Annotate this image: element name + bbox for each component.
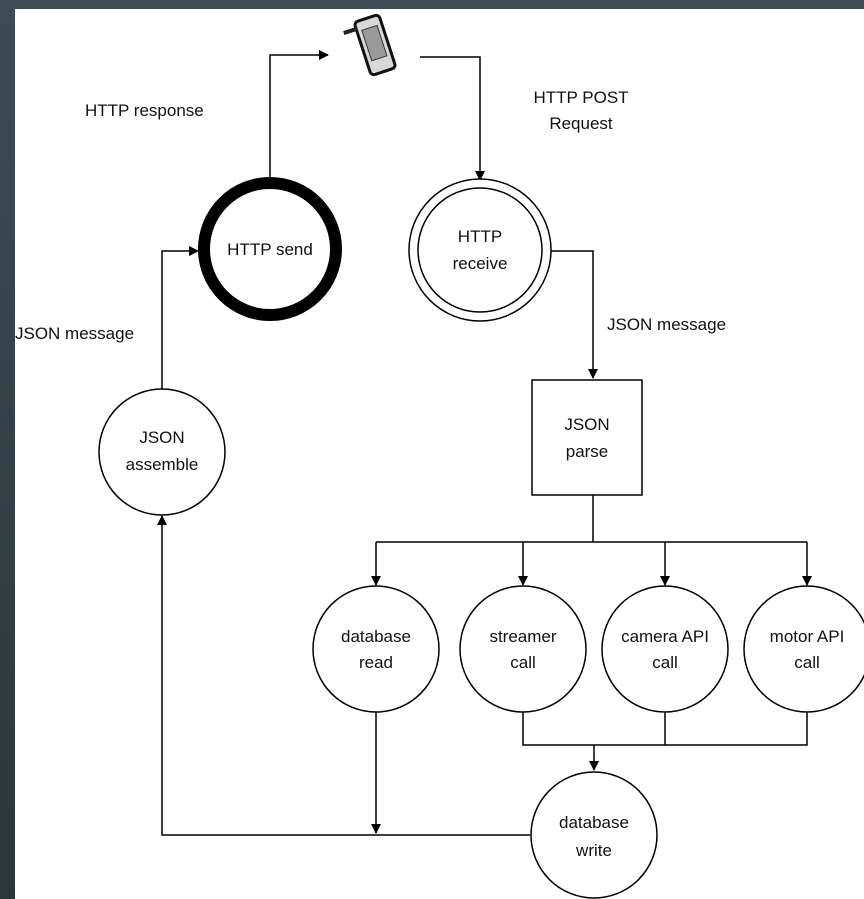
- camera-api-call-label-2: call: [652, 653, 678, 672]
- node-json-parse: [531, 379, 643, 496]
- json-parse-label-1: JSON: [564, 415, 609, 434]
- http-receive-label-1: HTTP: [458, 227, 502, 246]
- camera-api-call-label-1: camera API: [621, 627, 709, 646]
- streamer-call-label-1: streamer: [489, 627, 556, 646]
- edge-database-write-to-assemble: [157, 515, 530, 836]
- database-write-label-2: write: [575, 841, 612, 860]
- node-json-assemble: [98, 388, 226, 516]
- edge-label-request: Request: [549, 114, 613, 133]
- node-streamer-call: [459, 585, 587, 713]
- edge-label-json-message-left: JSON message: [15, 324, 134, 343]
- node-camera-api-call: [601, 585, 729, 713]
- edge-http-response: [269, 50, 329, 180]
- edge-label-http-response: HTTP response: [85, 101, 204, 120]
- edge-label-http-post: HTTP POST: [533, 88, 628, 107]
- node-http-send: [198, 177, 342, 321]
- database-read-label-2: read: [359, 653, 393, 672]
- edge-label-json-message-right: JSON message: [607, 315, 726, 334]
- node-database-write: [530, 771, 658, 899]
- node-http-receive: [408, 178, 552, 322]
- streamer-call-label-2: call: [510, 653, 536, 672]
- database-write-label-1: database: [559, 813, 629, 832]
- database-read-label-1: database: [341, 627, 411, 646]
- edge-http-post-request: [420, 56, 485, 181]
- edge-assemble-to-send: [161, 246, 199, 389]
- node-motor-api-call: [743, 585, 864, 713]
- json-parse-label-2: parse: [566, 442, 609, 461]
- mobile-phone-icon: [343, 13, 397, 77]
- http-send-label: HTTP send: [227, 240, 313, 259]
- node-database-read: [312, 585, 440, 713]
- edge-receive-to-parse: [548, 250, 598, 379]
- json-assemble-label-2: assemble: [126, 455, 199, 474]
- json-assemble-label-1: JSON: [139, 428, 184, 447]
- motor-api-call-label-2: call: [794, 653, 820, 672]
- http-receive-label-2: receive: [453, 254, 508, 273]
- motor-api-call-label-1: motor API: [770, 627, 845, 646]
